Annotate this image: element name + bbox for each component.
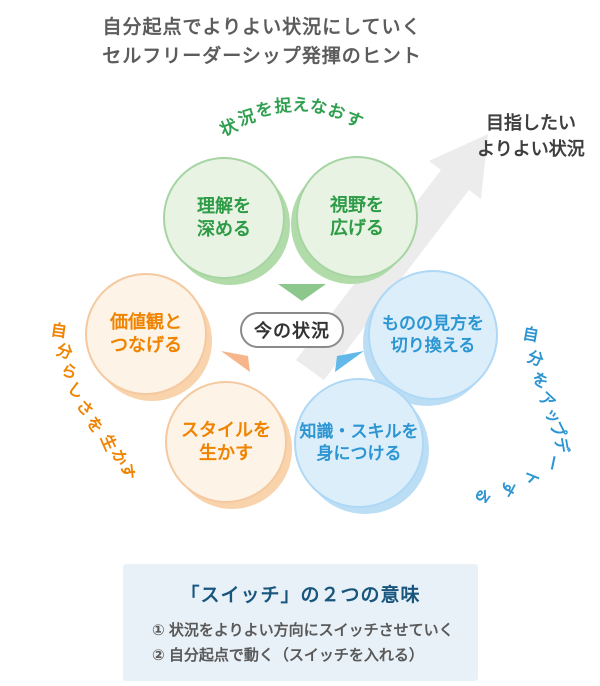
- switch-box-item-1: ① 状況をよりよい方向にスイッチさせていく: [152, 622, 454, 639]
- circle-label-line1: スタイルを: [181, 419, 271, 440]
- circle-label-line1: 視野を: [330, 194, 384, 215]
- arc-char: え: [292, 95, 310, 115]
- circle-label: 価値観と つなげる: [110, 311, 182, 358]
- page-title-line2: セルフリーダーシップ発揮のヒント: [102, 46, 422, 67]
- circle-use-own-style: スタイルを 生かす: [165, 381, 287, 503]
- circle-label-line2: 深める: [197, 219, 251, 239]
- arc-char: 捉: [273, 95, 293, 117]
- current-situation-pill: 今の状況: [240, 312, 344, 348]
- switch-box-item-2: ② 自分起点で動く（スイッチを入れる）: [152, 647, 424, 664]
- circle-switch-perspective: ものの見方を 切り換える: [368, 270, 498, 400]
- page-title: 自分起点でよりよい状況にしていく セルフリーダーシップ発揮のヒント: [0, 13, 524, 71]
- green-triangle-pointer: [278, 284, 326, 301]
- goal-label-line2: よりよい状況: [477, 139, 585, 159]
- switch-box-title: 「スイッチ」の２つの意味: [180, 585, 421, 606]
- circle-label-line2: 広げる: [330, 218, 384, 238]
- circle-broaden-view: 視野を 広げる: [296, 156, 418, 278]
- circle-acquire-skills: 知識・スキルを 身につける: [294, 378, 424, 508]
- circle-label-line1: 知識・スキルを: [299, 421, 419, 441]
- circle-label: 知識・スキルを 身につける: [300, 421, 419, 465]
- switch-box-items: ① 状況をよりよい方向にスイッチさせていく ② 自分起点で動く（スイッチを入れる…: [152, 618, 478, 668]
- blue-triangle-pointer: [335, 351, 364, 372]
- circle-label: 視野を 広げる: [330, 194, 384, 241]
- circle-label-line1: 価値観と: [110, 311, 182, 332]
- circle-label-line1: ものの見方を: [382, 313, 484, 333]
- goal-label: 目指したい よりよい状況: [458, 110, 600, 162]
- circle-label: ものの見方を 切り換える: [382, 313, 484, 357]
- switch-meaning-box: 「スイッチ」の２つの意味 ① 状況をよりよい方向にスイッチさせていく ② 自分起…: [123, 564, 478, 681]
- circle-label-line2: つなげる: [110, 335, 182, 355]
- circle-label-line2: 生かす: [199, 443, 253, 463]
- circle-label-line1: 理解を: [197, 195, 251, 216]
- goal-label-line1: 目指したい: [486, 113, 576, 133]
- current-situation-label: 今の状況: [254, 321, 330, 341]
- arc-char: す: [117, 462, 136, 480]
- circle-label-line2: 切り換える: [390, 336, 476, 355]
- circle-connect-values: 価値観と つなげる: [85, 273, 207, 395]
- circle-label-line2: 身につける: [316, 444, 402, 463]
- circle-label: 理解を 深める: [197, 195, 251, 242]
- orange-triangle-pointer: [221, 351, 250, 372]
- circle-deepen-understanding: 理解を 深める: [163, 157, 285, 279]
- page-title-line1: 自分起点でよりよい状況にしていく: [102, 17, 422, 38]
- circle-label: スタイルを 生かす: [181, 419, 271, 466]
